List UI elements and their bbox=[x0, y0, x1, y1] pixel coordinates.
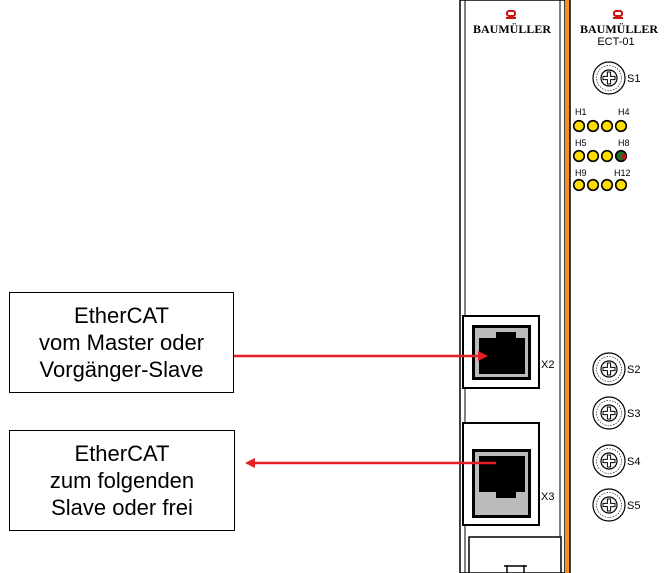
ect-01-module: BAUMÜLLER ECT-01 S1 S2 S3 S4 S5 H1 H4 H5… bbox=[569, 0, 658, 573]
led-h12 bbox=[614, 178, 628, 192]
orange-strip bbox=[565, 0, 570, 573]
switch-label-s4: S4 bbox=[627, 456, 640, 468]
callout-input-line-3: Vorgänger-Slave bbox=[39, 357, 204, 382]
rotary-switch-s1[interactable] bbox=[592, 61, 626, 95]
led-h11 bbox=[600, 178, 614, 192]
led-h8 bbox=[614, 149, 628, 163]
callout-output-line-1: EtherCAT bbox=[74, 441, 170, 466]
red-clip-icon bbox=[613, 10, 623, 19]
switch-label-s5: S5 bbox=[627, 500, 640, 512]
led-h10 bbox=[586, 178, 600, 192]
led-label-h9: H9 bbox=[575, 168, 587, 178]
led-row-2 bbox=[572, 149, 628, 163]
led-h7 bbox=[600, 149, 614, 163]
switch-label-s2: S2 bbox=[627, 364, 640, 376]
callout-output-line-2: zum folgenden bbox=[49, 468, 195, 493]
led-label-h4: H4 bbox=[618, 107, 630, 117]
led-h5 bbox=[572, 149, 586, 163]
right-brand-label: BAUMÜLLER bbox=[580, 22, 658, 36]
ethernet-port-x3[interactable] bbox=[462, 422, 540, 526]
callout-output-line-3: Slave oder frei bbox=[51, 495, 193, 520]
ethernet-port-x2[interactable] bbox=[462, 315, 540, 389]
callout-input-line-2: vom Master oder bbox=[38, 330, 205, 355]
callout-output: EtherCAT zum folgenden Slave oder frei bbox=[9, 430, 235, 531]
led-label-h12: H12 bbox=[614, 168, 631, 178]
led-label-h8: H8 bbox=[618, 138, 630, 148]
port-label-x3: X3 bbox=[541, 491, 554, 503]
switch-label-s1: S1 bbox=[627, 73, 640, 85]
callout-input-line-1: EtherCAT bbox=[74, 303, 169, 328]
led-h9 bbox=[572, 178, 586, 192]
port-label-x2: X2 bbox=[541, 359, 554, 371]
rotary-switch-s3[interactable] bbox=[592, 396, 626, 430]
model-label: ECT-01 bbox=[597, 36, 634, 48]
rotary-switch-s5[interactable] bbox=[592, 488, 626, 522]
red-clip-icon bbox=[506, 10, 516, 19]
led-label-h5: H5 bbox=[575, 138, 587, 148]
led-h3 bbox=[600, 119, 614, 133]
left-brand-label: BAUMÜLLER bbox=[473, 22, 551, 36]
led-row-3 bbox=[572, 178, 628, 192]
callout-input: EtherCAT vom Master oder Vorgänger-Slave bbox=[9, 292, 234, 393]
switch-label-s3: S3 bbox=[627, 408, 640, 420]
led-h4 bbox=[614, 119, 628, 133]
rotary-switch-s2[interactable] bbox=[592, 352, 626, 386]
led-label-h1: H1 bbox=[575, 107, 587, 117]
led-row-1 bbox=[572, 119, 628, 133]
bottom-terminal bbox=[468, 536, 562, 573]
led-h2 bbox=[586, 119, 600, 133]
rotary-switch-s4[interactable] bbox=[592, 444, 626, 478]
led-h6 bbox=[586, 149, 600, 163]
led-h1 bbox=[572, 119, 586, 133]
